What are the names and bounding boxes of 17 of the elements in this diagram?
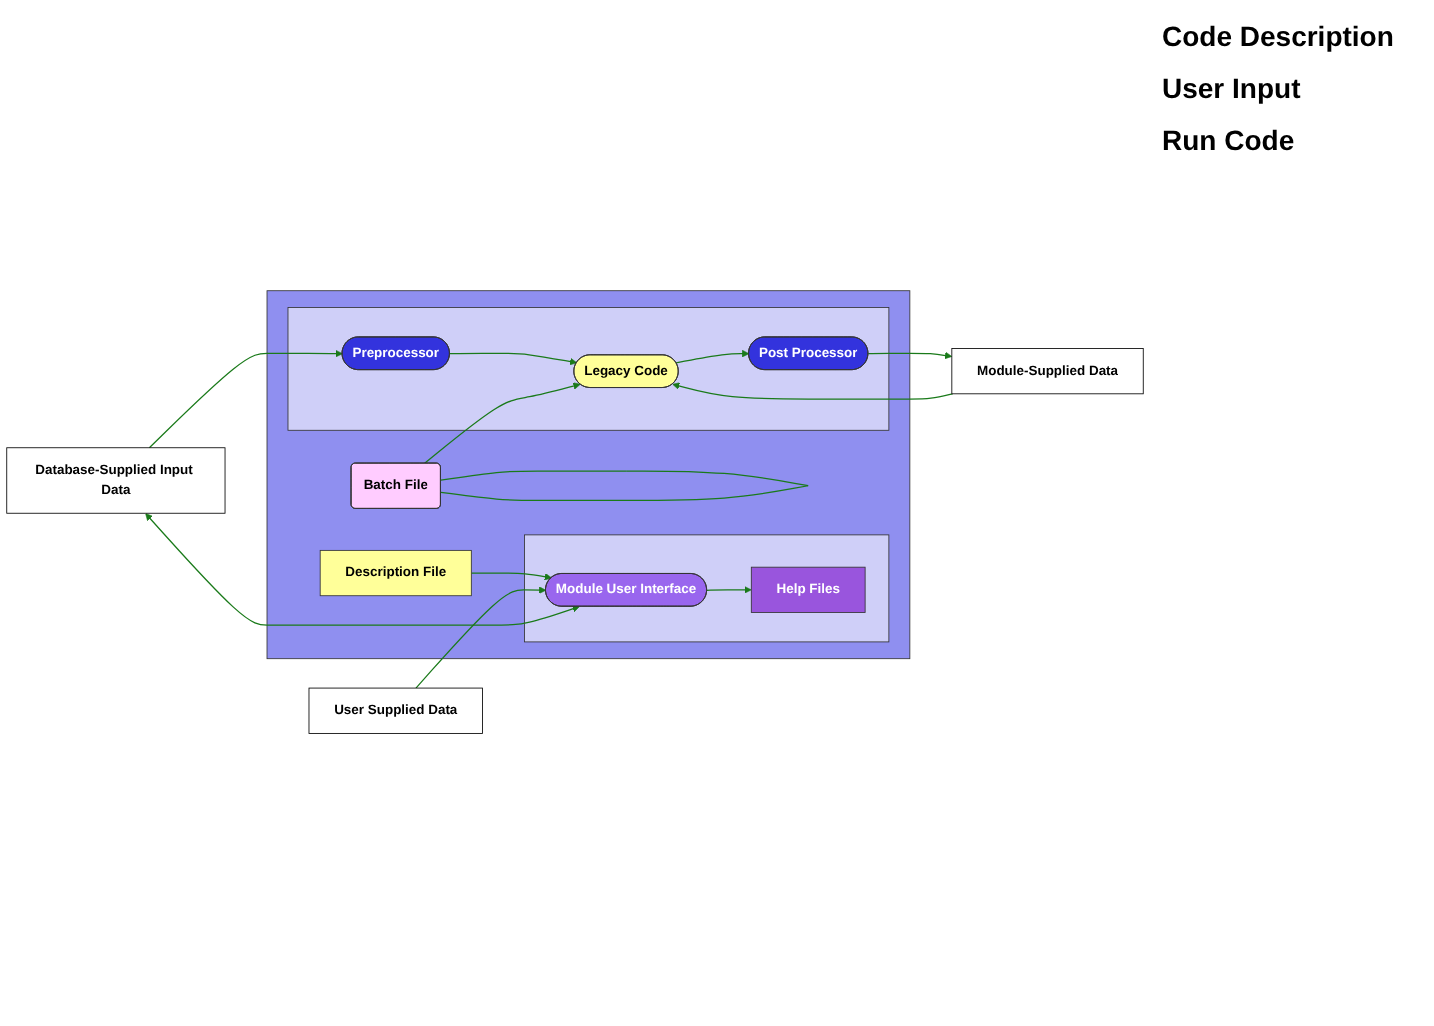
arrow	[706, 587, 752, 595]
arrow	[145, 514, 580, 627]
arrow	[470, 573, 552, 582]
section-label: Code Description	[1162, 20, 1396, 52]
arrow	[672, 383, 954, 401]
connector	[440, 471, 809, 502]
section-label: User Input	[1162, 72, 1303, 104]
arrow	[423, 383, 581, 466]
arrow	[449, 353, 578, 367]
arrow	[675, 350, 750, 365]
cluster	[287, 308, 890, 432]
arrow	[415, 587, 547, 690]
arrow	[148, 350, 343, 450]
section-label: Run Code	[1162, 124, 1297, 156]
cluster	[266, 291, 911, 661]
arrow	[867, 352, 953, 361]
cluster	[524, 535, 890, 644]
